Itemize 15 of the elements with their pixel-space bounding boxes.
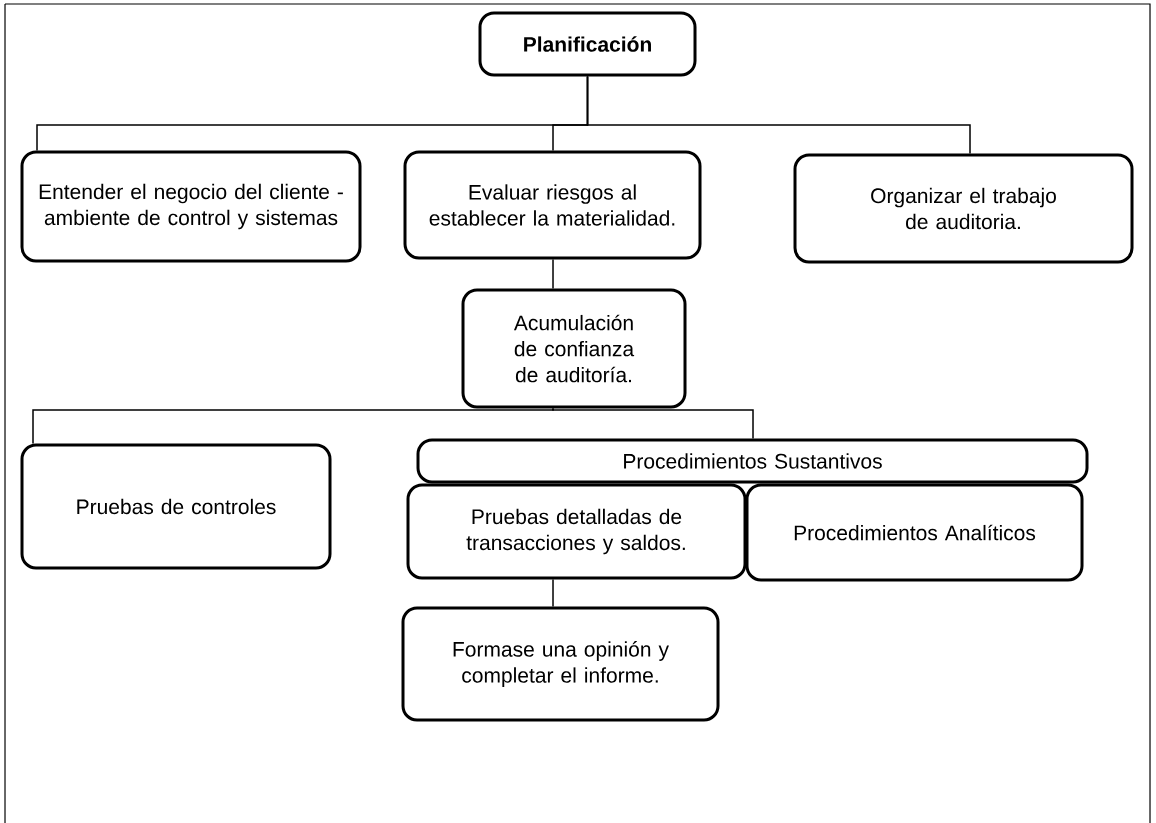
process-box: Procedimientos Analíticos [745, 483, 1084, 582]
process-box: Entender el negocio del cliente - ambiente de control y sistemas [20, 150, 362, 263]
process-box: Evaluar riesgos al establecer la materialidad. [403, 150, 702, 260]
process-box: Pruebas de controles [20, 443, 332, 570]
process-box: Organizar el trabajo de auditoria. [793, 153, 1134, 264]
heading-band: Procedimientos Sustantivos [416, 438, 1089, 484]
title-box: Planificación [478, 11, 697, 77]
connector-line [32, 407, 554, 445]
connector-line [552, 407, 754, 440]
process-box: Formase una opinión y completar el informe. [401, 606, 720, 722]
process-box: Acumulación de confianza de auditoría. [461, 288, 687, 409]
connector-line [552, 258, 554, 290]
connector-line [552, 578, 554, 608]
connector-line [586, 75, 971, 155]
process-box: Pruebas detalladas de transacciones y saldos. [406, 483, 747, 580]
